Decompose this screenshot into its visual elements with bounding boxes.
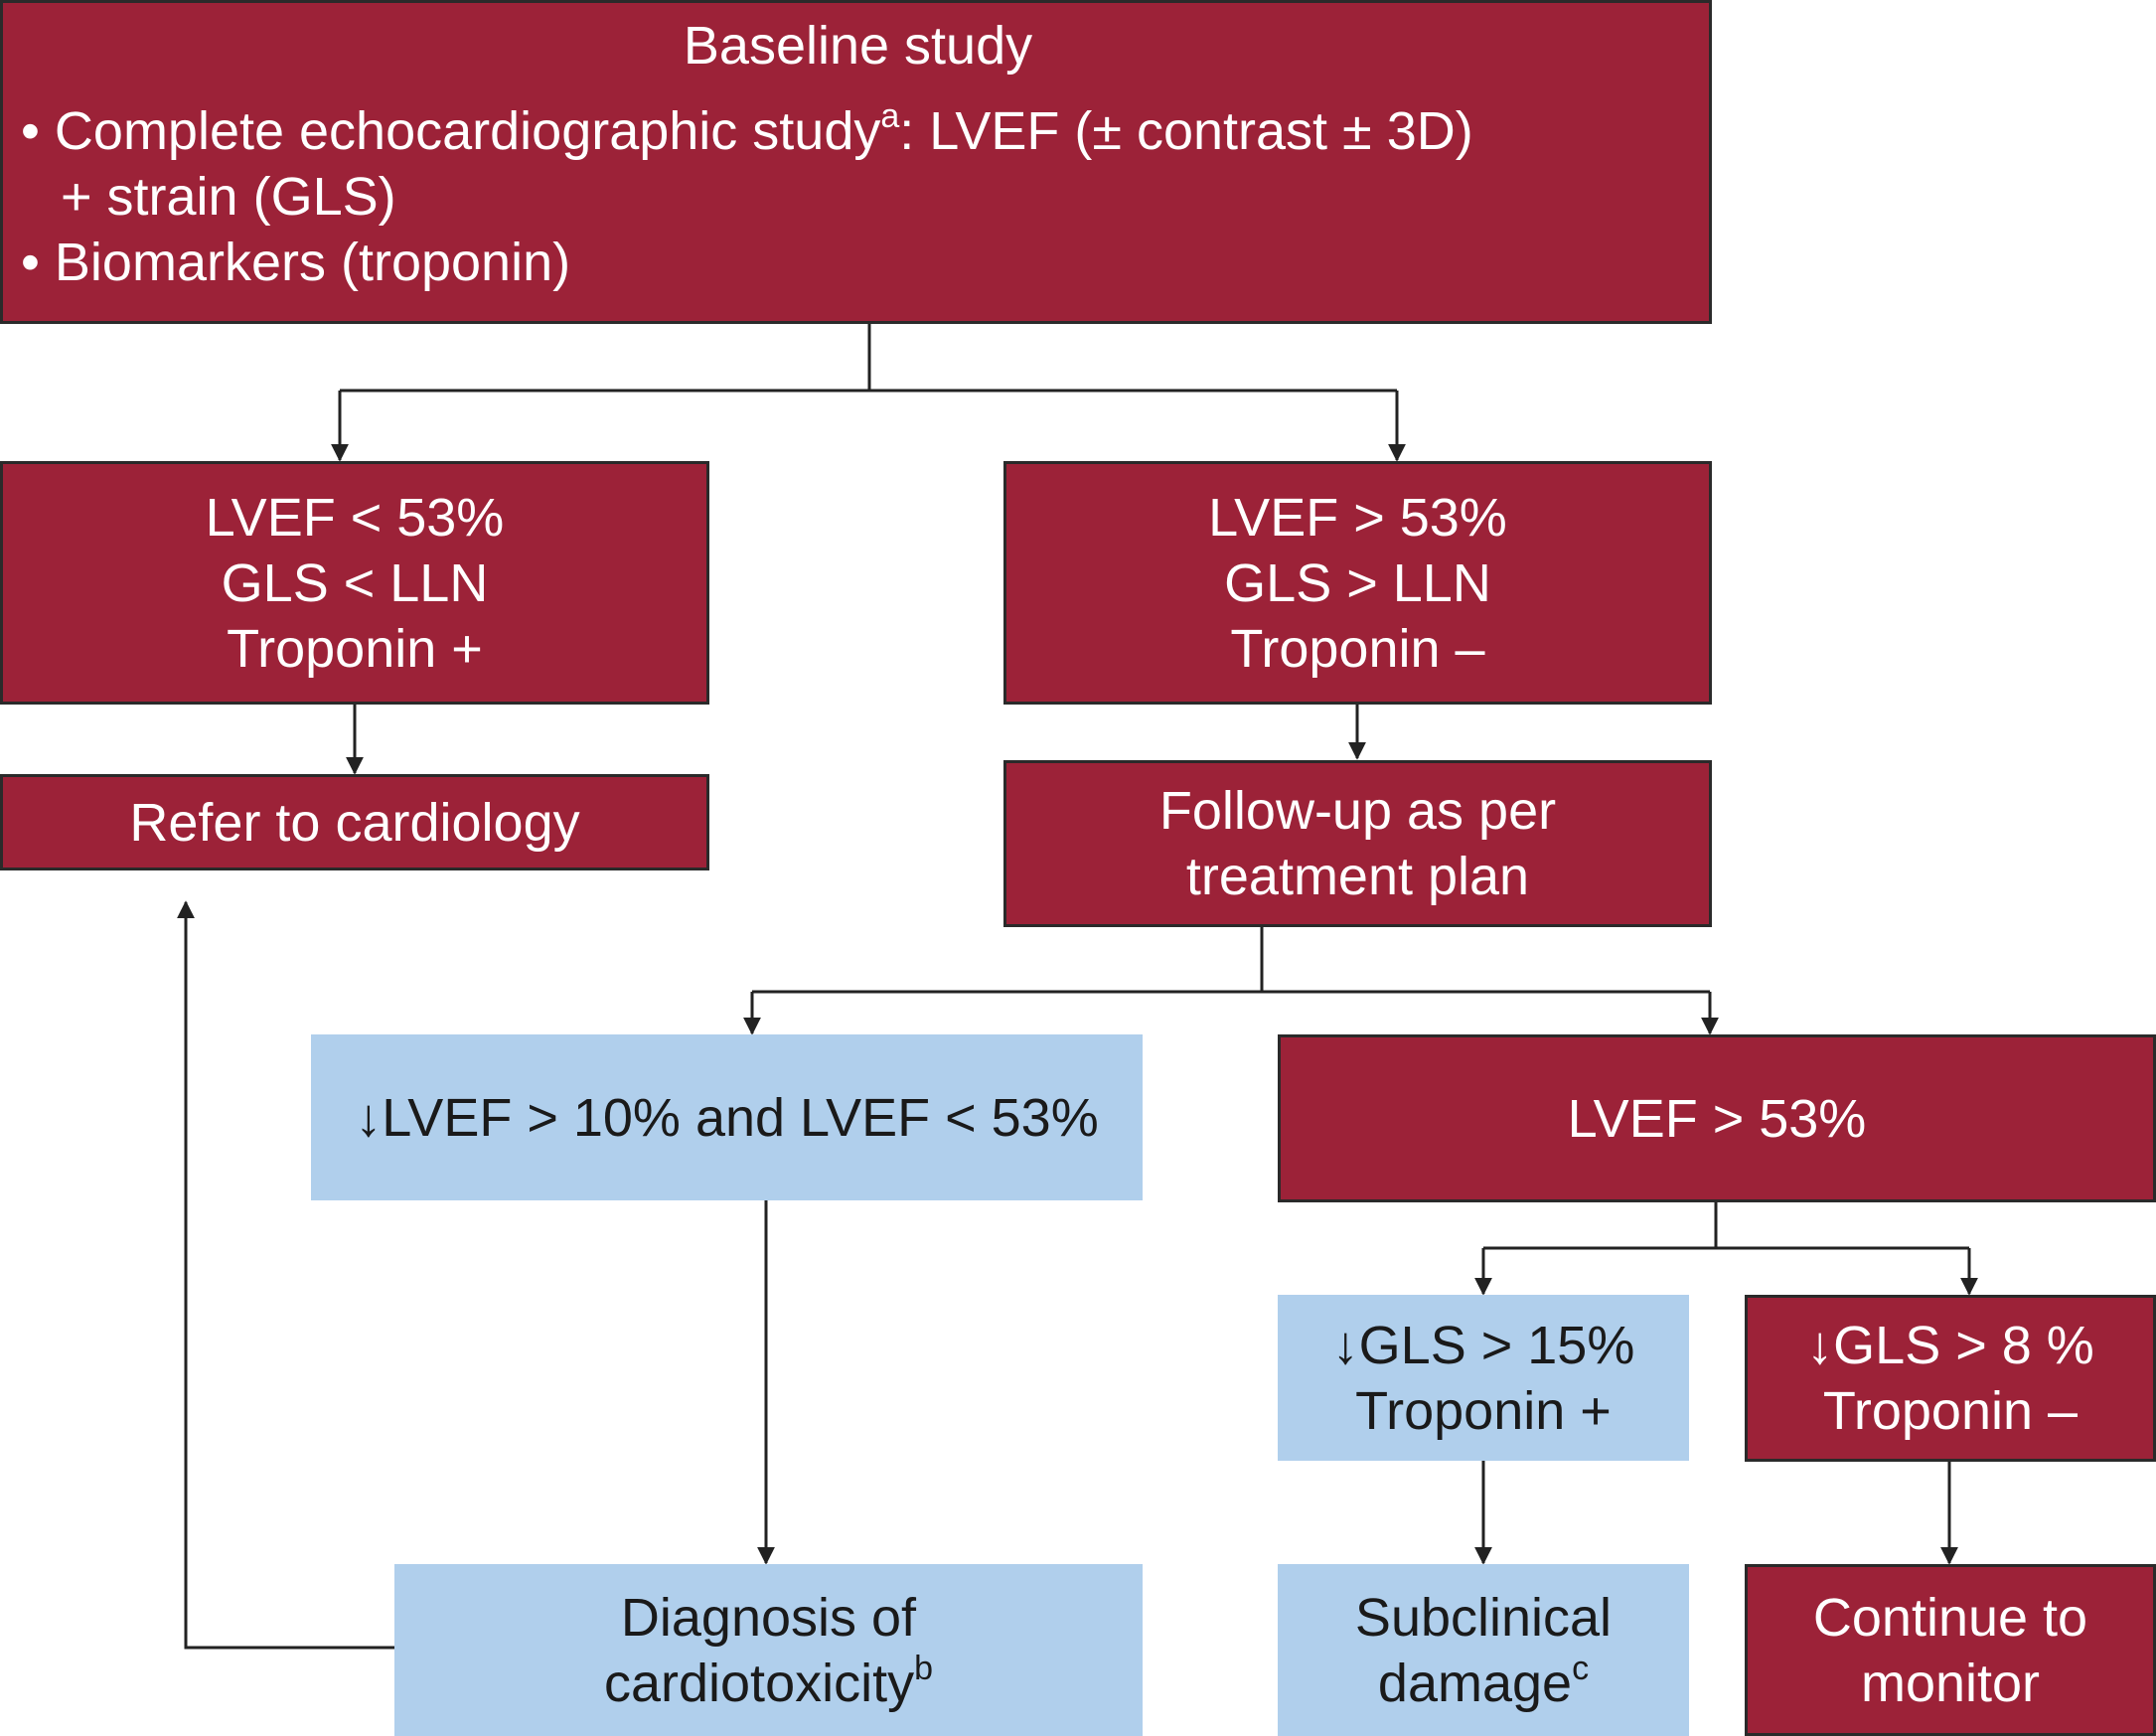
abnormal-troponin: Troponin + [227, 618, 483, 679]
abnormal-gls: GLS < LLN [221, 552, 489, 613]
lvef-ok-label: LVEF > 53% [1567, 1088, 1867, 1149]
gls-8-line1: ↓GLS > 8 % [1806, 1316, 2094, 1375]
gls-8-line2: Troponin – [1822, 1381, 2079, 1441]
gls-8-box: ↓GLS > 8 % Troponin – [1745, 1295, 2156, 1462]
baseline-bullet-echo-cont: + strain (GLS) [61, 167, 396, 227]
abnormal-baseline-box: LVEF < 53% GLS < LLN Troponin + [0, 461, 709, 705]
monitor-line1: Continue to [1812, 1587, 2088, 1648]
normal-lvef: LVEF > 53% [1208, 487, 1507, 548]
refer-cardiology-box: Refer to cardiology [0, 774, 709, 870]
normal-baseline-box: LVEF > 53% GLS > LLN Troponin – [1003, 461, 1712, 705]
baseline-bullet-echo: • Complete echocardiographic studya: LVE… [21, 97, 1473, 161]
subclinical-line2: damagec [1377, 1649, 1590, 1713]
lvef-ok-box: LVEF > 53% [1278, 1034, 2156, 1202]
monitor-line2: monitor [1860, 1653, 2041, 1713]
footnote-a: a [880, 97, 900, 135]
gls-15-line1: ↓GLS > 15% [1331, 1315, 1635, 1375]
monitor-box: Continue to monitor [1745, 1564, 2156, 1736]
subclinical-line1: Subclinical [1354, 1587, 1613, 1648]
gls-15-box: ↓GLS > 15% Troponin + [1278, 1295, 1689, 1461]
refer-cardiology-label: Refer to cardiology [129, 792, 580, 853]
followup-box: Follow-up as per treatment plan [1003, 760, 1712, 927]
footnote-c: c [1572, 1649, 1590, 1687]
connector-diagnosis-to-refer [177, 900, 394, 1650]
abnormal-lvef: LVEF < 53% [205, 487, 505, 548]
baseline-bullet-biomarkers: • Biomarkers (troponin) [21, 233, 571, 292]
lvef-drop-box: ↓LVEF > 10% and LVEF < 53% [311, 1034, 1143, 1200]
subclinical-box: Subclinical damagec [1278, 1564, 1689, 1736]
followup-line2: treatment plan [1185, 847, 1530, 906]
diagnosis-line1: Diagnosis of [620, 1587, 917, 1648]
diagnosis-box: Diagnosis of cardiotoxicityb [394, 1564, 1143, 1736]
normal-gls: GLS > LLN [1224, 552, 1491, 613]
baseline-study-box: Baseline study • Complete echocardiograp… [0, 0, 1712, 324]
diagnosis-line2: cardiotoxicityb [603, 1649, 934, 1713]
baseline-title: Baseline study [683, 16, 1033, 76]
normal-troponin: Troponin – [1230, 618, 1485, 679]
lvef-drop-label: ↓LVEF > 10% and LVEF < 53% [355, 1087, 1099, 1148]
gls-15-line2: Troponin + [1355, 1380, 1612, 1441]
followup-line1: Follow-up as per [1158, 781, 1557, 841]
footnote-b: b [914, 1649, 934, 1687]
